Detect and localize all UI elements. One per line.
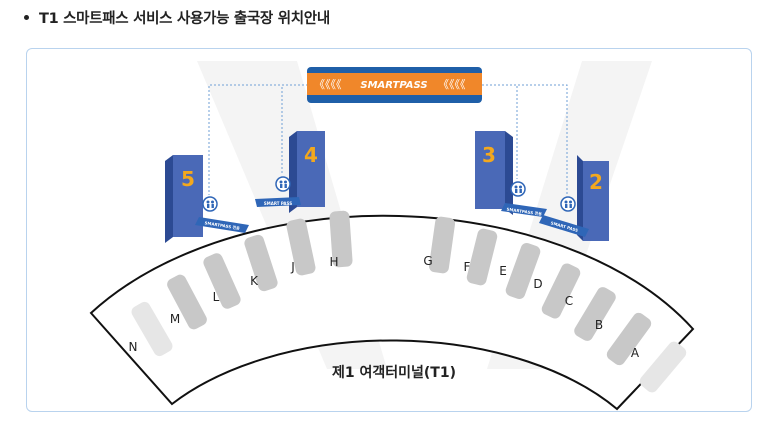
terminal-map: N M L K J H G F E D C B A 《《《《 《《《《 SMARTPASS 5 SMAR… (89, 61, 695, 411)
logo-right-chevrons: 《《《《 (438, 78, 466, 91)
departure-number-3: 3 (482, 143, 496, 167)
counter-m (167, 274, 207, 330)
counter-n (131, 301, 173, 357)
counter-h (329, 210, 353, 268)
departure-area-2: 2 SMART PASS (539, 155, 609, 241)
gate-label-d: D (533, 277, 542, 291)
gate-labels: N M L K J H G F E D C B A (129, 254, 640, 360)
counter-d (541, 263, 581, 319)
check-in-counters (131, 210, 687, 393)
departure-sign-5: SMARTPASS 전용 (204, 219, 240, 231)
departure-area-3: 3 SMARTPASS 전용 (475, 131, 547, 217)
person-pair-icon (202, 196, 218, 212)
person-pair-icon (510, 181, 526, 197)
heading-text: T1 스마트패스 서비스 사용가능 출국장 위치안내 (39, 10, 330, 27)
counter-f (466, 228, 498, 286)
person-pair-icon (275, 176, 291, 192)
gate-label-k: K (250, 274, 259, 288)
smartpass-logo: 《《《《 《《《《 SMARTPASS (307, 67, 482, 103)
departure-number-2: 2 (589, 170, 603, 194)
terminal-building (89, 214, 695, 411)
gate-label-j: J (290, 260, 295, 274)
logo-text: SMARTPASS (360, 80, 427, 91)
bullet-icon (24, 14, 29, 20)
gate-label-h: H (329, 255, 338, 269)
departure-area-5: 5 SMARTPASS 전용 (165, 155, 249, 243)
gate-label-b: B (595, 318, 603, 332)
departure-area-4: 4 SMART PASS (255, 131, 325, 213)
person-pair-icon (560, 196, 576, 212)
gate-label-f: F (464, 260, 471, 274)
counter-g (428, 216, 456, 274)
gate-label-n: N (129, 340, 138, 354)
connector-lines (208, 84, 568, 195)
departure-number-4: 4 (304, 143, 318, 167)
counter-j (286, 218, 316, 276)
departure-sign-4: SMART PASS (264, 201, 292, 206)
section-heading: T1 스마트패스 서비스 사용가능 출국장 위치안내 (24, 6, 330, 28)
gate-label-m: M (170, 312, 180, 326)
counter-e (505, 242, 541, 300)
counter-a (639, 341, 687, 393)
gate-label-a: A (631, 346, 640, 360)
terminal-label: 제1 여객터미널(T1) (332, 364, 456, 381)
map-frame: N M L K J H G F E D C B A 《《《《 《《《《 SMARTPASS 5 SMAR… (26, 48, 752, 412)
counter-b (606, 312, 652, 366)
counter-k (244, 234, 278, 292)
gate-label-e: E (499, 264, 507, 278)
departure-sign-3: SMARTPASS 전용 (506, 206, 542, 217)
departure-number-5: 5 (181, 167, 195, 191)
gate-label-l: L (213, 290, 220, 304)
logo-left-chevrons: 《《《《 (314, 78, 342, 91)
gate-label-c: C (565, 294, 573, 308)
counter-c (574, 287, 616, 341)
counter-l (203, 253, 241, 309)
gate-label-g: G (423, 254, 432, 268)
